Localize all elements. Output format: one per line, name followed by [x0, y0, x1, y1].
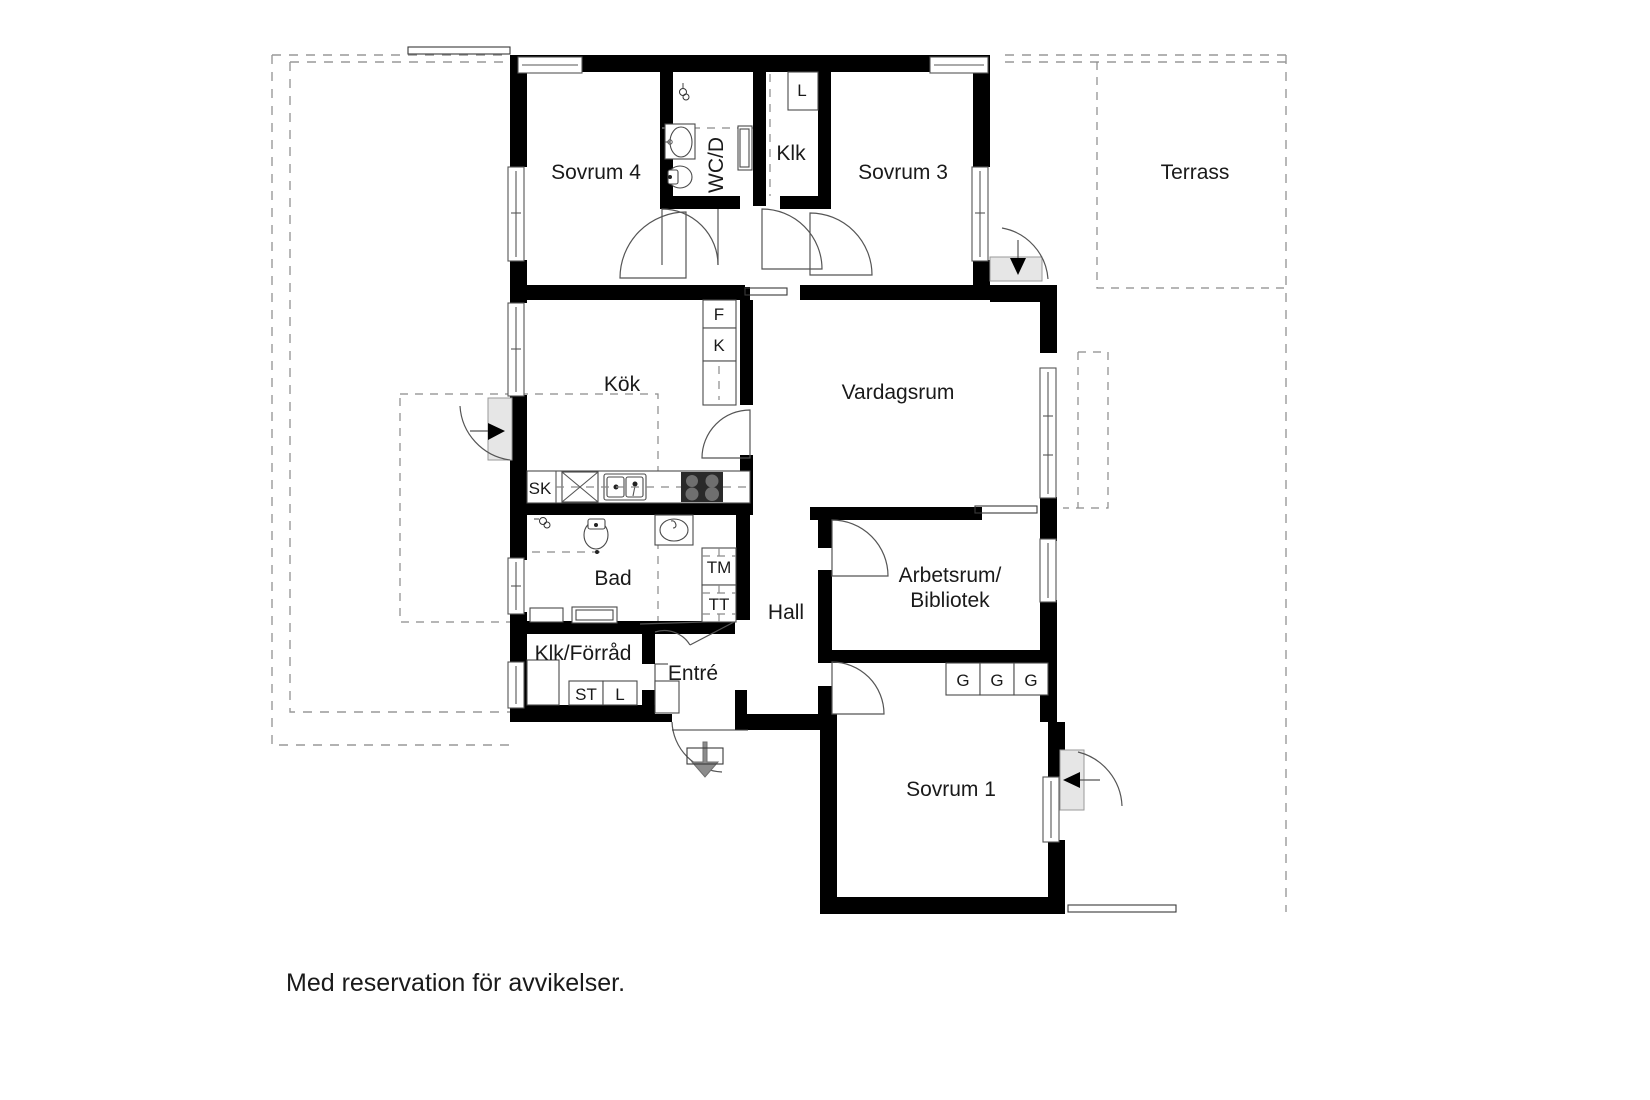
room-label-sovrum4: Sovrum 4 — [551, 161, 641, 184]
kitchen-tall-units — [702, 299, 737, 406]
closet-l-top-box — [787, 71, 819, 111]
room-label-kok: Kök — [604, 373, 641, 396]
room-label-terrass: Terrass — [1161, 161, 1230, 184]
fixtures — [526, 71, 1049, 714]
fixture-label-wardrobe-g3: G — [1024, 671, 1037, 690]
sovrum1-wardrobes — [945, 662, 1049, 696]
window-sovrum3-east — [971, 166, 989, 262]
room-label-klk-top: Klk — [776, 142, 806, 165]
walls-mid — [510, 285, 1057, 527]
fixture-label-freezer: K — [713, 336, 725, 355]
sill-vardagsrum-north — [744, 287, 788, 296]
kitchen-counter — [526, 470, 751, 504]
fixture-label-wardrobe-g2: G — [990, 671, 1003, 690]
window-klkforrad-west — [507, 661, 525, 709]
window-kok-west — [507, 302, 525, 397]
fixture-labels: L F K SK TM TT ST L G G G — [529, 81, 1038, 704]
door-kok-hall — [701, 409, 751, 459]
room-label-hall: Hall — [768, 601, 804, 624]
room-label-wcd: WC/D — [705, 137, 728, 193]
fixture-label-fridge: F — [714, 305, 724, 324]
fixture-label-wardrobe-g1: G — [956, 671, 969, 690]
klkforrad-storage — [526, 659, 680, 714]
room-labels: Sovrum 4 WC/D Klk Sovrum 3 Terrass Kök V… — [535, 137, 1230, 801]
laundry-units — [701, 547, 737, 623]
door-arbetsrum — [831, 519, 889, 577]
window-sovrum4-north — [517, 56, 583, 74]
room-label-entre: Entré — [668, 662, 718, 685]
bad-sanitary — [529, 514, 694, 624]
dashed-boundaries — [271, 54, 1287, 912]
room-label-arbetsrum-line2: Bibliotek — [910, 589, 990, 612]
window-vardagsrum-east — [1039, 367, 1057, 499]
room-label-arbetsrum-line1: Arbetsrum/ — [899, 564, 1002, 587]
walls-lower — [510, 515, 1065, 914]
window-arbetsrum-east — [1039, 538, 1057, 603]
room-label-klkforrad: Klk/Förråd — [535, 642, 632, 665]
windows — [507, 56, 1060, 843]
room-label-sovrum1: Sovrum 1 — [906, 778, 996, 801]
room-label-vardagsrum: Vardagsrum — [842, 381, 955, 404]
walls — [510, 55, 990, 300]
fixture-label-washer-tm: TM — [707, 558, 732, 577]
fixture-label-storage-st: ST — [575, 685, 597, 704]
exterior-ledges — [407, 46, 1177, 913]
room-label-bad: Bad — [594, 567, 631, 590]
door-sovrum3 — [809, 212, 873, 276]
room-label-sovrum3: Sovrum 3 — [858, 161, 948, 184]
window-bad-west — [507, 557, 525, 615]
door-wcd — [661, 208, 719, 266]
fixture-label-dishwasher-sk: SK — [529, 479, 552, 498]
window-sovrum1-east — [1042, 776, 1060, 843]
disclaimer-caption: Med reservation för avvikelser. — [286, 969, 625, 997]
door-sovrum4 — [619, 211, 687, 279]
door-terrace-north — [989, 227, 1049, 282]
wcd-sanitary — [662, 83, 753, 189]
room-label-arbetsrum: Arbetsrum/ Bibliotek — [899, 564, 1002, 612]
doors — [459, 208, 1123, 811]
door-sovrum1 — [831, 661, 885, 715]
fixture-label-dryer-tt: TT — [709, 595, 730, 614]
sill-vardagsrum-southeast — [974, 505, 1038, 514]
window-sovrum3-north — [929, 56, 989, 74]
door-sovrum1-east — [1059, 749, 1123, 811]
window-sovrum4-west — [507, 166, 525, 262]
door-kok-west — [459, 397, 513, 461]
door-klk-top — [761, 208, 823, 270]
door-entrance-main — [671, 721, 748, 778]
fixture-label-closet-l-bot: L — [615, 685, 624, 704]
fixture-label-closet-l-top: L — [797, 81, 806, 100]
